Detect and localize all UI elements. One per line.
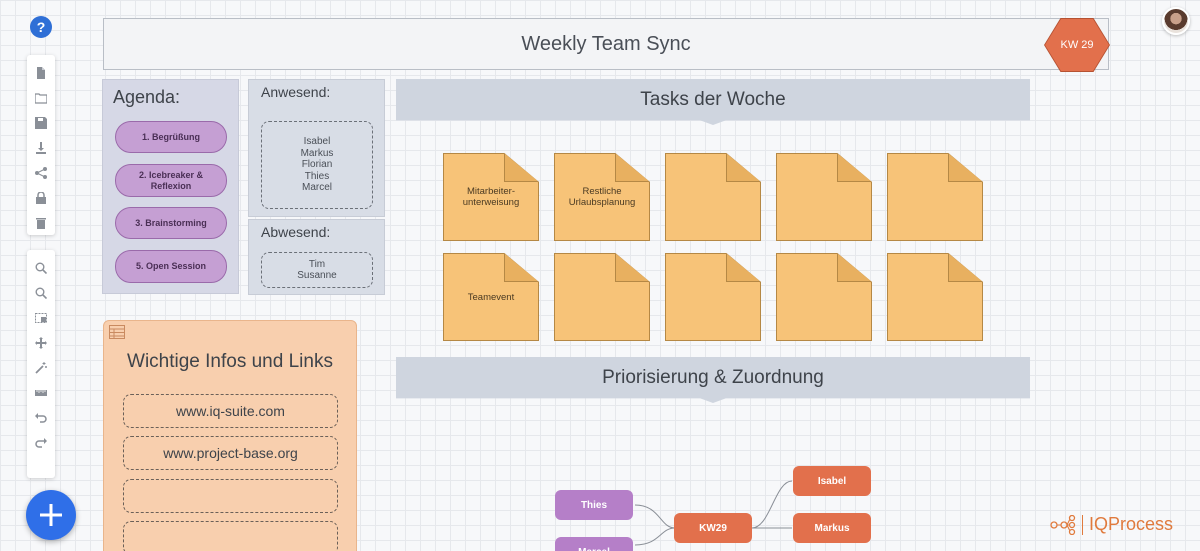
attendee-name: Florian <box>301 159 333 171</box>
sticky-note[interactable] <box>776 253 872 341</box>
lock-icon[interactable] <box>27 185 55 210</box>
absent-title: Abwesend: <box>261 224 331 240</box>
sticky-note-text: Mitarbeiter- unterweisung <box>444 154 538 240</box>
save-icon[interactable] <box>27 110 55 135</box>
attendee-name: Marcel <box>301 182 332 194</box>
sticky-note[interactable] <box>887 153 983 241</box>
mindmap-node[interactable]: Markus <box>793 513 871 543</box>
absent-panel[interactable]: Abwesend: Tim Susanne <box>248 219 385 295</box>
sticky-note[interactable] <box>554 253 650 341</box>
agenda-item[interactable]: 1. Begrüßung <box>115 121 227 153</box>
attendee-name: Markus <box>300 147 334 159</box>
agenda-title: Agenda: <box>113 87 181 107</box>
redo-icon[interactable] <box>27 430 55 455</box>
absentee-name: Tim <box>308 258 326 270</box>
ruler-icon[interactable] <box>27 380 55 405</box>
sticky-note-text <box>888 154 982 240</box>
add-element-button[interactable] <box>26 490 76 540</box>
table-icon <box>109 325 125 339</box>
absentee-name: Susanne <box>297 270 337 281</box>
file-toolbar <box>27 55 55 235</box>
brand-logo: IQProcess <box>1050 514 1173 535</box>
link-box[interactable] <box>123 479 338 513</box>
help-button[interactable]: ? <box>30 16 52 38</box>
brand-name: IQProcess <box>1089 514 1174 534</box>
absent-list[interactable]: Tim Susanne <box>261 252 373 288</box>
fit-screen-icon[interactable] <box>27 305 55 330</box>
board-title[interactable]: Weekly Team Sync <box>103 18 1109 70</box>
brand-divider <box>1082 514 1083 535</box>
link-box[interactable] <box>123 521 338 551</box>
sticky-note[interactable]: Restliche Urlaubsplanung <box>554 153 650 241</box>
zoom-in-icon[interactable] <box>27 255 55 280</box>
present-panel[interactable]: Anwesend: Isabel Markus Florian Thies Ma… <box>248 79 385 217</box>
zoom-out-icon[interactable] <box>27 280 55 305</box>
prio-header[interactable]: Priorisierung & Zuordnung <box>396 357 1030 403</box>
folder-icon[interactable] <box>27 85 55 110</box>
agenda-panel[interactable]: Agenda: 1. Begrüßung 2. Icebreaker & Ref… <box>102 79 239 294</box>
agenda-item[interactable]: 5. Open Session <box>115 250 227 283</box>
sticky-note-text <box>888 254 982 340</box>
mindmap-node[interactable]: Isabel <box>793 466 871 496</box>
agenda-item[interactable]: 2. Icebreaker & Reflexion <box>115 164 227 197</box>
view-toolbar <box>27 250 55 478</box>
link-box[interactable]: www.iq-suite.com <box>123 394 338 428</box>
sticky-note-text: Restliche Urlaubsplanung <box>555 154 649 240</box>
attendee-name: Thies <box>304 170 330 182</box>
move-icon[interactable] <box>27 330 55 355</box>
process-logo-icon <box>1050 514 1076 535</box>
sticky-note[interactable] <box>665 153 761 241</box>
sticky-note-text <box>777 154 871 240</box>
info-title: Wichtige Infos und Links <box>127 351 333 372</box>
sticky-note-text <box>555 254 649 340</box>
sticky-note-text <box>666 154 760 240</box>
download-icon[interactable] <box>27 135 55 160</box>
agenda-item[interactable]: 3. Brainstorming <box>115 207 227 239</box>
magic-wand-icon[interactable] <box>27 355 55 380</box>
present-list[interactable]: Isabel Markus Florian Thies Marcel <box>261 121 373 209</box>
undo-icon[interactable] <box>27 405 55 430</box>
present-title: Anwesend: <box>261 84 331 100</box>
mindmap-connectors <box>634 480 793 546</box>
info-panel[interactable]: Wichtige Infos und Links www.iq-suite.co… <box>103 320 357 551</box>
sticky-note-text <box>777 254 871 340</box>
trash-icon[interactable] <box>27 210 55 235</box>
new-file-icon[interactable] <box>27 60 55 85</box>
sticky-note-text <box>666 254 760 340</box>
tasks-header[interactable]: Tasks der Woche <box>396 79 1030 125</box>
share-icon[interactable] <box>27 160 55 185</box>
sticky-note[interactable]: Teamevent <box>443 253 539 341</box>
attendee-name: Isabel <box>303 136 331 148</box>
user-avatar[interactable] <box>1162 7 1190 35</box>
sticky-note[interactable] <box>665 253 761 341</box>
sticky-note[interactable] <box>887 253 983 341</box>
mindmap-node[interactable]: Thies <box>555 490 633 520</box>
sticky-note-text: Teamevent <box>444 254 538 340</box>
mindmap-center-node[interactable]: KW29 <box>674 513 752 543</box>
link-box[interactable]: www.project-base.org <box>123 436 338 470</box>
plus-icon <box>40 504 62 526</box>
sticky-note[interactable]: Mitarbeiter- unterweisung <box>443 153 539 241</box>
sticky-note[interactable] <box>776 153 872 241</box>
mindmap-node[interactable]: Marcel <box>555 537 633 551</box>
